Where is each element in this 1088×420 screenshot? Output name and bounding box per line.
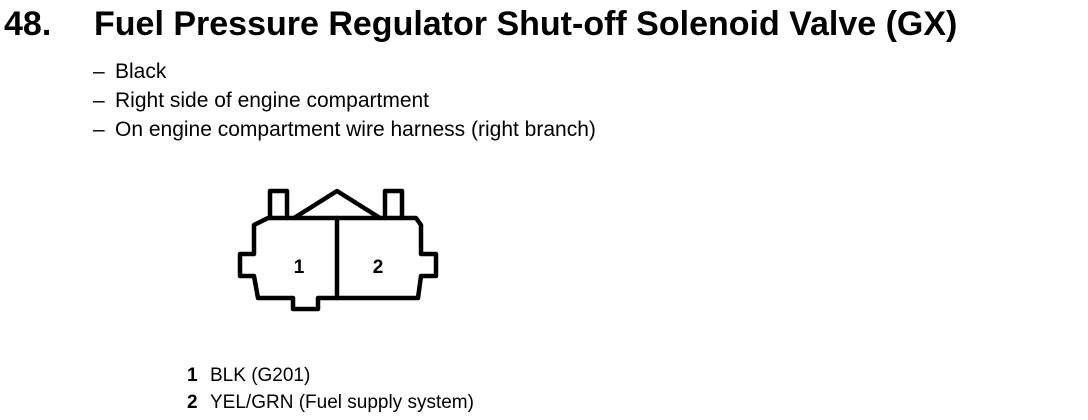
connector-latch (291, 188, 383, 221)
note-dash: – (93, 60, 105, 83)
component-title: Fuel Pressure Regulator Shut-off Solenoi… (94, 5, 958, 43)
pin-number: 1 (187, 365, 198, 386)
connector-diagram: 1 2 (237, 188, 439, 312)
note-dash: – (93, 118, 105, 141)
location-notes: –Black –Right side of engine compartment… (93, 57, 596, 144)
pin-number: 2 (187, 392, 198, 413)
location-note: –Black (93, 57, 596, 86)
component-heading: 48. Fuel Pressure Regulator Shut-off Sole… (4, 4, 957, 44)
pin-description: BLK (G201) (210, 365, 311, 386)
note-text: On engine compartment wire harness (righ… (115, 118, 596, 141)
pin-description: YEL/GRN (Fuel supply system) (210, 392, 474, 413)
connector-housing-outline (237, 215, 439, 312)
left-lock-tab (267, 188, 290, 221)
cavity-label-2: 2 (373, 257, 384, 278)
pin-row: 1 BLK (G201) (187, 362, 474, 389)
pin-row: 2 YEL/GRN (Fuel supply system) (187, 389, 474, 416)
location-note: –On engine compartment wire harness (rig… (93, 115, 596, 144)
right-lock-tab (382, 188, 405, 221)
cavity-label-1: 1 (294, 257, 305, 278)
note-text: Right side of engine compartment (115, 89, 430, 112)
location-note: –Right side of engine compartment (93, 86, 596, 115)
note-dash: – (93, 89, 105, 112)
note-text: Black (115, 60, 167, 83)
pin-list: 1 BLK (G201) 2 YEL/GRN (Fuel supply system… (187, 362, 474, 416)
component-number: 48. (4, 5, 52, 43)
